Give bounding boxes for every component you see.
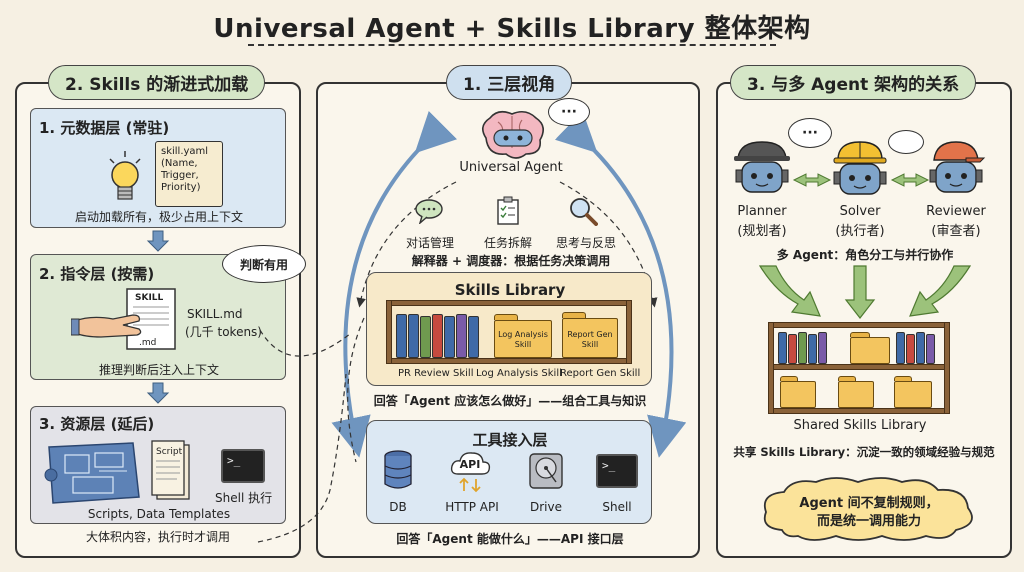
shared-library-label: Shared Skills Library: [793, 418, 927, 433]
left-panel-tab: 2. Skills 的渐进式加载: [48, 65, 266, 100]
solver-name: Solver: [839, 204, 881, 219]
metadata-caption: 启动加载所有，极少占用上下文: [74, 210, 243, 224]
agent-bubble-dots: ···: [561, 104, 577, 120]
skills-bookshelf: Log Analysis Skill Report Gen Skill: [386, 300, 632, 364]
capability-reflection: 思考与反思: [556, 236, 617, 250]
report-gen-folder: [562, 318, 618, 358]
magnifier-icon: [570, 198, 598, 226]
tools-caption: 回答「Agent 能做什么」——API 接口层: [396, 532, 624, 546]
tool-db-label: DB: [389, 500, 407, 514]
planner-role: (规划者): [737, 224, 787, 239]
tool-drive-label: Drive: [530, 500, 562, 514]
resource-sub-caption: Scripts, Data Templates: [87, 507, 231, 521]
tools-shell-prompt: >_: [602, 459, 616, 472]
reviewer-role: (审查者): [931, 224, 981, 239]
shell-exec-label: Shell 执行: [215, 491, 273, 505]
skill-md-label: SKILL.md: [187, 307, 243, 321]
checklist-icon: [497, 196, 519, 225]
log-analysis-skill-label: Log Analysis Skill: [476, 368, 562, 379]
metadata-layer-title: 1. 元数据层 (常驻): [39, 119, 170, 137]
report-gen-skill-label: Report Gen Skill: [560, 368, 641, 379]
reviewer-name: Reviewer: [926, 204, 986, 219]
skills-caption: 回答「Agent 应该怎么做好」——组合工具与知识: [373, 394, 647, 408]
script-label: Script: [156, 447, 183, 457]
blueprint-icon: [44, 442, 140, 504]
lightbulb-icon: [109, 151, 141, 200]
agents-to-library-arrows: [758, 265, 972, 319]
resource-caption: 大体积内容，执行时才调用: [85, 530, 230, 544]
skill-md-tokens: (几千 tokens): [185, 325, 262, 339]
yaml-line-4: Priority): [161, 182, 201, 193]
title-underline: [248, 44, 776, 47]
middle-panel-tab: 1. 三层视角: [446, 65, 573, 100]
capability-dialogue: 对话管理: [406, 236, 455, 250]
tool-http-api-label: HTTP API: [445, 500, 499, 514]
database-icon: [384, 450, 412, 489]
planner-robot-icon: [734, 141, 790, 193]
instruction-layer: 2. 指令层 (按需) SKILL .md SKILL.md (几千 token…: [30, 254, 286, 380]
planner-speech-bubble: ···: [788, 118, 832, 148]
resource-layer: 3. 资源层 (延后) Script >_ Shell 执行 Scripts, …: [30, 406, 286, 524]
universal-agent-label: Universal Agent: [459, 160, 563, 175]
planner-name: Planner: [737, 204, 787, 219]
skill-doc-ext: .md: [139, 338, 157, 348]
tools-access-title: 工具接入层: [472, 431, 548, 449]
page-title: Universal Agent + Skills Library 整体架构: [213, 14, 811, 44]
agent-thought-bubble: ···: [548, 98, 590, 126]
shell-prompt: >_: [227, 454, 241, 467]
dialogue-icon: [415, 199, 443, 224]
right-panel-tab: 3. 与多 Agent 架构的关系: [730, 65, 977, 100]
cloud-line-1: Agent 间不复制规则，: [799, 496, 939, 511]
resource-to-tools-connector: [257, 329, 351, 543]
resource-layer-title: 3. 资源层 (延后): [39, 415, 155, 433]
solver-robot-icon: [833, 141, 887, 195]
solver-role: (执行者): [835, 224, 885, 239]
yaml-line-1: skill.yaml: [161, 146, 209, 157]
down-arrow-icon: [146, 382, 170, 404]
yaml-line-2: (Name,: [161, 158, 198, 169]
yaml-line-3: Trigger,: [161, 170, 199, 181]
tool-shell-label: Shell: [602, 500, 632, 514]
log-analysis-folder: [494, 320, 552, 358]
reviewer-speech-bubble: [888, 130, 924, 154]
agent-exchange-arrows: [792, 173, 930, 187]
capability-task-split: 任务拆解: [484, 236, 533, 250]
cloud-line-2: 而是统一调用能力: [816, 514, 921, 529]
skills-library-title: Skills Library: [454, 281, 566, 299]
hard-drive-icon: [529, 453, 563, 489]
shared-skills-shelf: [768, 322, 950, 414]
pr-review-skill-label: PR Review Skill: [398, 368, 474, 379]
brain-icon: [482, 110, 544, 159]
cloud-api-icon: [450, 452, 491, 493]
down-arrow-icon: [146, 230, 170, 252]
skill-yaml-scroll: skill.yaml (Name, Trigger, Priority): [155, 141, 223, 207]
script-documents-icon: [151, 440, 190, 500]
reviewer-robot-icon: [929, 141, 986, 193]
instruction-caption: 推理判断后注入上下文: [98, 363, 219, 377]
hand-holding-document-icon: [71, 288, 176, 350]
multi-agent-caption: 多 Agent：角色分工与并行协作: [776, 248, 954, 262]
metadata-layer: 1. 元数据层 (常驻) skill.yaml (Name, Trigger, …: [30, 108, 286, 228]
api-cloud-text: API: [459, 458, 481, 471]
agent-role-explain: 解释器 + 调度器：根据任务决策调用: [411, 254, 611, 268]
log-analysis-folder-label: Log Analysis Skill: [498, 330, 548, 349]
conclusion-cloud: [763, 477, 973, 541]
flow-arrows: [331, 110, 687, 463]
judgement-speech-bubble: 判断有用: [222, 245, 306, 283]
shell-terminal-icon: >_: [221, 449, 265, 483]
planner-bubble-dots: ···: [802, 125, 818, 141]
judgement-bubble-text: 判断有用: [239, 257, 288, 272]
tools-shell-icon: >_: [596, 454, 638, 488]
instruction-layer-title: 2. 指令层 (按需): [39, 265, 155, 283]
report-gen-folder-label: Report Gen Skill: [567, 330, 613, 349]
skill-doc-name: SKILL: [135, 293, 164, 303]
shared-library-caption: 共享 Skills Library：沉淀一致的领域经验与规范: [733, 445, 995, 459]
